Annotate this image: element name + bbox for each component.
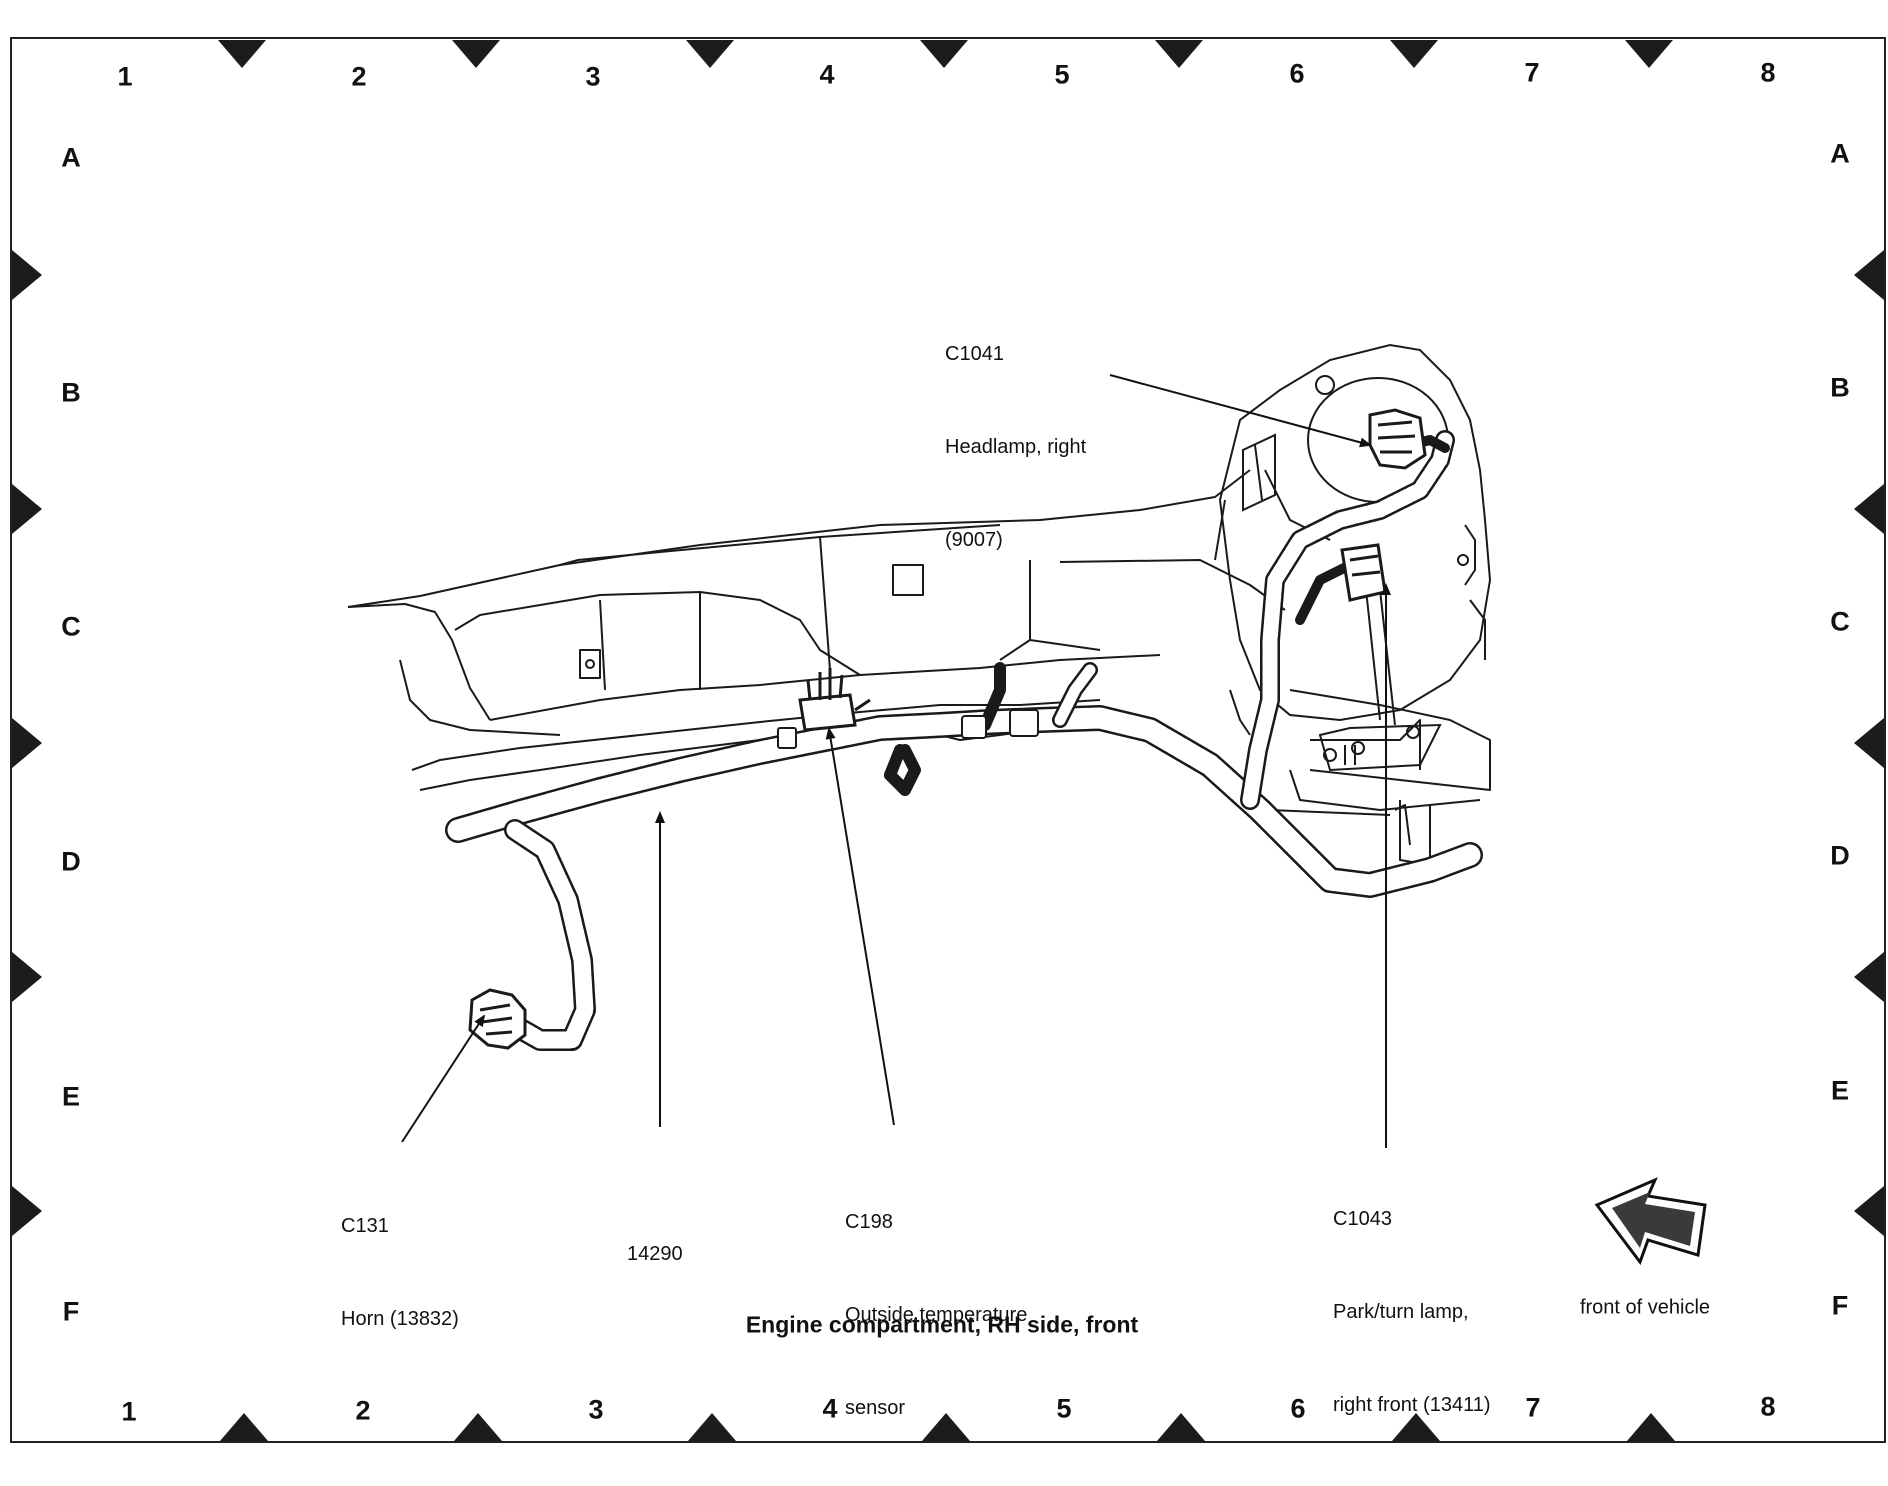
callout-c1043-code: C1043 [1333,1208,1392,1230]
callout-harness-code: 14290 [627,1243,683,1265]
diagram-frame [10,37,1886,1443]
callout-c1041-line2: (9007) [945,529,1003,551]
grid-row-left-f: F [62,1296,80,1327]
callout-c1043-line1: Park/turn lamp, [1333,1301,1469,1323]
grid-row-right-f: F [1831,1290,1849,1321]
radiator-support [347,469,1491,866]
grid-row-left-d: D [61,846,81,877]
grid-column-bottom-8: 8 [1760,1391,1776,1422]
callout-c1041-code: C1041 [945,343,1004,365]
grid-column-top-7: 7 [1524,57,1540,88]
grid-column-bottom-2: 2 [355,1395,371,1426]
connector-c131 [468,988,527,1050]
grid-column-bottom-7: 7 [1525,1392,1541,1423]
grid-row-left-a: A [61,142,81,173]
grid-row-right-e: E [1830,1075,1850,1106]
connector-c198 [798,668,871,732]
grid-column-top-4: 4 [819,59,835,90]
grid-column-top-1: 1 [117,61,133,92]
callout-c198-code: C198 [845,1211,893,1233]
grid-row-right-a: A [1830,138,1850,169]
connector-c1041 [1368,408,1427,470]
callout-c198: C198 Outside temperature sensor [845,1145,1027,1486]
wiring-location-sheet: 1 2 3 4 5 6 7 8 1 2 3 4 5 6 7 8 A B C D … [10,37,1886,1443]
callout-leaders [401,374,1391,1148]
harness-clips [777,709,1039,749]
diagram-title: Engine compartment, RH side, front [745,1311,1139,1338]
callout-c198-line2: sensor [845,1397,906,1419]
grid-row-left-b: B [61,377,81,408]
grid-column-top-5: 5 [1054,59,1070,90]
grid-column-bottom-5: 5 [1056,1393,1072,1424]
grid-row-left-c: C [61,611,81,642]
callout-c131-line1: Horn (13832) [341,1308,459,1330]
callout-c1043: C1043 Park/turn lamp, right front (13411… [1333,1142,1491,1483]
grid-column-top-2: 2 [351,61,367,92]
wiring-harness-14290 [445,430,1483,1051]
grid-row-right-b: B [1830,372,1850,403]
callout-c1041-line1: Headlamp, right [945,436,1087,458]
callout-c198-line1: Outside temperature [845,1304,1028,1326]
callout-c1043-line2: right front (13411) [1333,1394,1491,1416]
grid-column-bottom-6: 6 [1290,1393,1306,1424]
callout-harness: 14290 [627,1177,683,1332]
callout-c131: C131 Horn (13832) [341,1149,459,1397]
border-register-marks [12,40,1884,1441]
grid-column-top-6: 6 [1289,58,1305,89]
front-of-vehicle-label: front of vehicle [1579,1296,1711,1319]
connector-c1043 [1340,543,1387,602]
grid-column-bottom-4: 4 [822,1393,838,1424]
grid-column-top-3: 3 [585,61,601,92]
engine-compartment-drawing [12,40,1884,1441]
callout-c1041: C1041 Headlamp, right (9007) [945,277,1086,618]
grid-column-top-8: 8 [1760,57,1776,88]
grid-row-left-e: E [61,1081,81,1112]
grid-row-right-d: D [1830,840,1850,871]
grid-column-bottom-1: 1 [121,1396,137,1427]
grid-row-right-c: C [1830,606,1850,637]
callout-c131-code: C131 [341,1215,389,1237]
grid-column-bottom-3: 3 [588,1394,604,1425]
direction-arrow-icon [1594,1177,1707,1266]
